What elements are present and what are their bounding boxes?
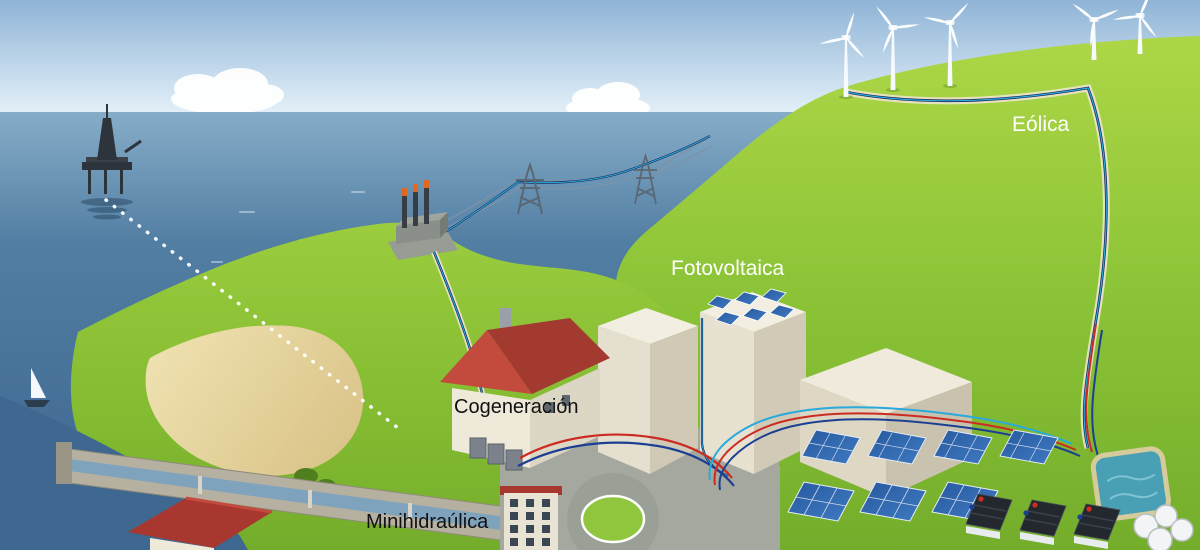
cloud-icon — [171, 68, 284, 114]
sailboat-icon — [24, 368, 50, 407]
solar-thermal-collectors — [965, 493, 1121, 549]
wind-turbine-icon — [921, 0, 986, 88]
wind-turbine-icon — [1111, 0, 1172, 54]
house-icon — [128, 496, 273, 550]
wind-turbine-icon — [873, 0, 924, 92]
transmission-pylon-icon — [633, 152, 657, 205]
cogeneration-house — [440, 308, 610, 471]
wind-farm — [818, 0, 1172, 99]
rooftop-pv-panels — [707, 288, 795, 326]
roundabout — [567, 473, 659, 550]
grid-cable-ridge — [845, 84, 1110, 457]
wind-turbine-icon — [1069, 0, 1129, 60]
storage-tanks — [1133, 504, 1194, 550]
substation-icon — [388, 180, 458, 260]
hydro-channel — [56, 442, 516, 543]
transmission-pylon-icon — [516, 161, 544, 215]
pipe-loop-solar-field — [708, 406, 1081, 491]
pool — [1090, 446, 1171, 522]
offshore-platform-icon — [81, 104, 142, 220]
photovoltaic-building — [700, 288, 806, 478]
grid-cable-transmission — [435, 135, 711, 239]
beach — [145, 325, 364, 476]
building-block — [598, 308, 698, 474]
subsea-cable-dashed — [104, 198, 400, 430]
wind-turbine-icon — [818, 5, 877, 99]
minihydro-building — [500, 486, 562, 550]
platform-reflection — [81, 198, 133, 220]
